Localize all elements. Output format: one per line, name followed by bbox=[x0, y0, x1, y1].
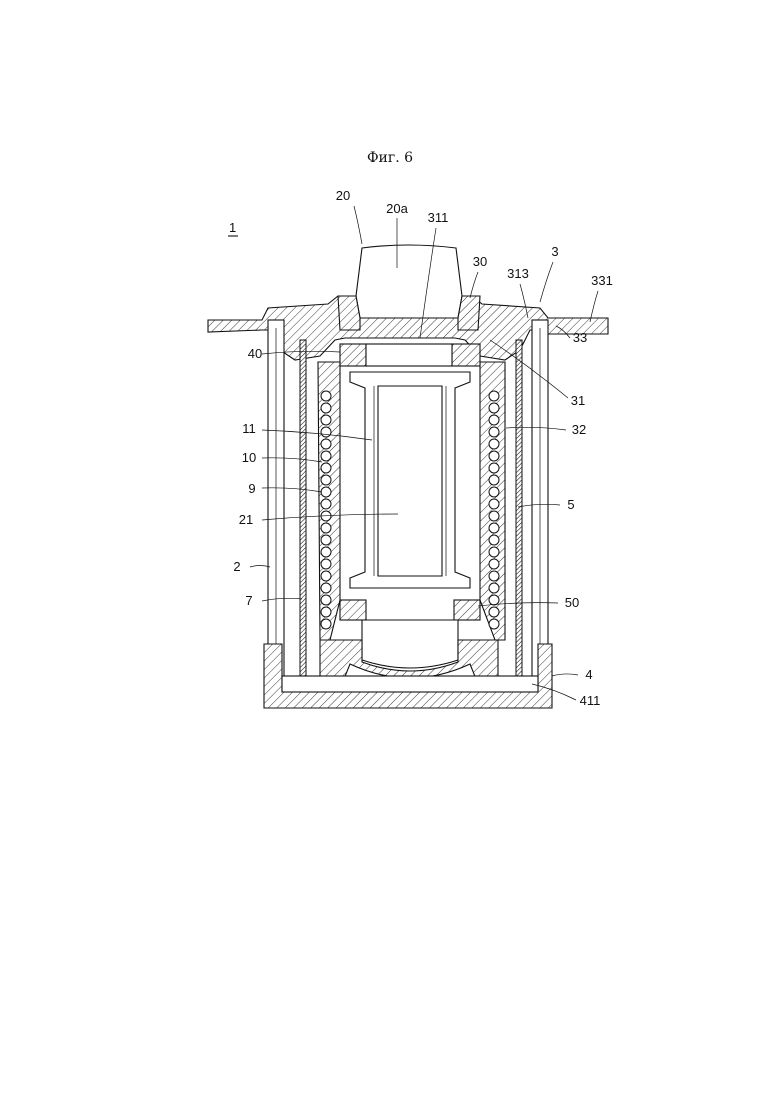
leader-line bbox=[470, 272, 478, 298]
reference-label: 4 bbox=[585, 667, 592, 682]
spring-coil-right bbox=[489, 499, 499, 509]
spring-coil-right bbox=[489, 559, 499, 569]
spring-coil-left bbox=[321, 607, 331, 617]
spring-coil-right bbox=[489, 415, 499, 425]
spring-coil-left bbox=[321, 439, 331, 449]
reference-label: 32 bbox=[572, 422, 586, 437]
reference-label: 9 bbox=[248, 481, 255, 496]
spring-coil-left bbox=[321, 547, 331, 557]
spring-coil-right bbox=[489, 451, 499, 461]
spring-coil-left bbox=[321, 535, 331, 545]
spring-coil-left bbox=[321, 475, 331, 485]
reference-label: 7 bbox=[245, 593, 252, 608]
spring-coil-right bbox=[489, 607, 499, 617]
spring-coil-right bbox=[489, 511, 499, 521]
spring-coil-right bbox=[489, 619, 499, 629]
top-cap bbox=[356, 245, 462, 318]
reference-label: 11 bbox=[242, 421, 256, 436]
spring-coil-right bbox=[489, 427, 499, 437]
reference-label: 21 bbox=[239, 512, 253, 527]
spring-coil-left bbox=[321, 427, 331, 437]
spring-coil-left bbox=[321, 595, 331, 605]
reference-label: 30 bbox=[473, 254, 487, 269]
spring-coil-right bbox=[489, 547, 499, 557]
reference-label: 20a bbox=[386, 201, 408, 216]
spring-coil-right bbox=[489, 595, 499, 605]
assembly-label: 1 bbox=[229, 220, 236, 235]
bearing-center bbox=[366, 344, 452, 366]
bottom-piston bbox=[362, 620, 458, 668]
bearing-ring-right bbox=[452, 344, 480, 366]
spring-coil-left bbox=[321, 463, 331, 473]
spring-coil-right bbox=[489, 571, 499, 581]
reference-label: 411 bbox=[580, 693, 601, 708]
leader-line bbox=[250, 566, 270, 568]
sleeve-right bbox=[516, 340, 522, 680]
reference-label: 5 bbox=[567, 497, 574, 512]
reference-label: 3 bbox=[551, 244, 558, 259]
reference-label: 50 bbox=[565, 595, 579, 610]
spring-coil-left bbox=[321, 619, 331, 629]
spring-coil-right bbox=[489, 391, 499, 401]
cap-collar-right bbox=[458, 296, 480, 330]
bearing-ring-left bbox=[340, 344, 366, 366]
spring-coil-right bbox=[489, 487, 499, 497]
spring-coil-left bbox=[321, 571, 331, 581]
leader-line bbox=[540, 262, 553, 302]
base-cavity bbox=[282, 676, 538, 692]
leader-line bbox=[552, 674, 578, 676]
spring-coil-right bbox=[489, 403, 499, 413]
reference-label: 311 bbox=[428, 210, 449, 225]
spring-coil-left bbox=[321, 499, 331, 509]
reference-label: 31 bbox=[571, 393, 585, 408]
leader-line bbox=[590, 291, 598, 322]
spring-coil-left bbox=[321, 415, 331, 425]
spring-coil-left bbox=[321, 523, 331, 533]
reference-label: 40 bbox=[248, 346, 262, 361]
spring-coil-left bbox=[321, 583, 331, 593]
spring-coil-left bbox=[321, 403, 331, 413]
leader-line bbox=[354, 206, 362, 244]
reference-label: 313 bbox=[507, 266, 529, 281]
spring-coil-left bbox=[321, 391, 331, 401]
reference-label: 2 bbox=[233, 559, 240, 574]
spring-coil-right bbox=[489, 439, 499, 449]
reference-label: 331 bbox=[591, 273, 613, 288]
spring-coil-left bbox=[321, 559, 331, 569]
reference-label: 20 bbox=[336, 188, 350, 203]
cap-collar-left bbox=[338, 296, 360, 330]
lower-bearing-right bbox=[454, 600, 480, 620]
spring-coil-left bbox=[321, 487, 331, 497]
sleeve-left bbox=[300, 340, 306, 680]
spring-coil-right bbox=[489, 523, 499, 533]
spring-coil-right bbox=[489, 463, 499, 473]
spring-coil-right bbox=[489, 475, 499, 485]
spring-coil-right bbox=[489, 583, 499, 593]
reference-label: 10 bbox=[242, 450, 256, 465]
spring-coil-left bbox=[321, 451, 331, 461]
inner-tube-core bbox=[378, 386, 442, 576]
reference-label: 33 bbox=[573, 330, 587, 345]
lower-bearing-left bbox=[340, 600, 366, 620]
spring-coil-right bbox=[489, 535, 499, 545]
